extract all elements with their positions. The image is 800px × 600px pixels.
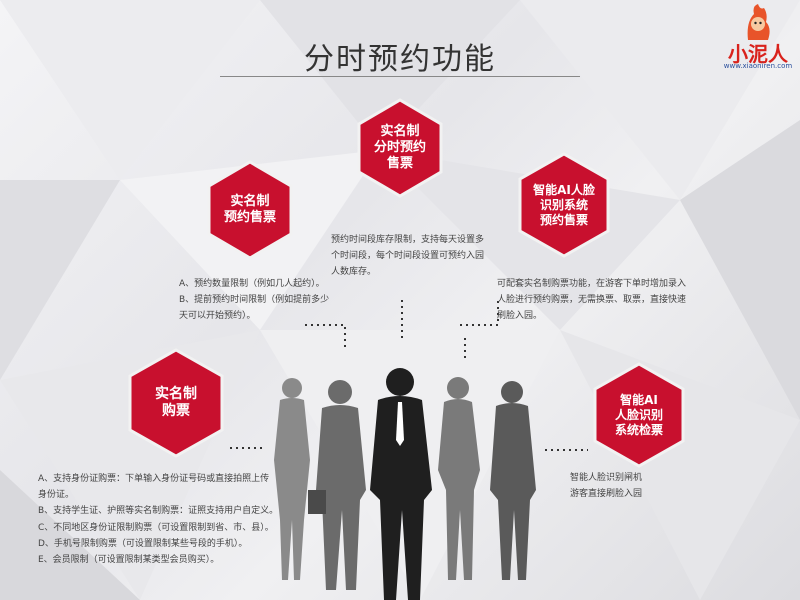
hexagon-buy-label: 实名制 购票	[155, 385, 197, 420]
desc-line: 天可以开始预约）。	[179, 310, 256, 321]
desc-line: E、会员限制（可设置限制某类型会员购买）。	[38, 554, 220, 565]
hexagon-ai-check	[593, 362, 685, 468]
desc-line: A、预约数量限制（例如几人起约）。	[179, 279, 325, 289]
desc-reserve: A、预约数量限制（例如几人起约）。 B、提前预约时间限制（例如提前多少 天可以开…	[179, 277, 329, 324]
desc-line: 人数库存。	[331, 266, 377, 277]
desc-ai-check: 智能人脸识别闸机 游客直接刷脸入园	[570, 471, 642, 503]
desc-buy: A、支持身份证购票：下单输入身份证号码或直接拍照上传 身份证。 B、支持学生证、…	[38, 471, 278, 568]
desc-line: 预约时间段库存限制，支持每天设置多	[331, 235, 485, 245]
desc-line: 身份证。	[38, 490, 75, 501]
desc-line: 游客直接刷脸入园	[570, 488, 643, 499]
desc-line: B、提前预约时间限制（例如提前多少	[179, 294, 330, 305]
desc-ai-reserve: 可配套实名制购票功能，在游客下单时增加录入 人脸进行预约购票，无需换票、取票，直…	[497, 277, 686, 324]
hexagon-buy	[128, 348, 224, 458]
hexagon-ai-reserve	[518, 152, 610, 258]
mascot-icon	[747, 4, 770, 40]
business-people-illustration	[274, 368, 536, 600]
desc-line: 可配套实名制购票功能，在游客下单时增加录入	[497, 279, 687, 289]
hexagon-timeslot-label: 实名制 分时预约 售票	[373, 123, 426, 172]
hexagon-reserve-label: 实名制 预约售票	[223, 193, 276, 225]
hexagon-ai-check-label: 智能AI 人脸识别 系统检票	[614, 392, 663, 437]
hexagon-ai-reserve-label: 智能AI人脸 识别系统 预约售票	[533, 182, 595, 227]
hexagon-reserve	[207, 160, 293, 260]
desc-line: A、支持身份证购票：下单输入身份证号码或直接拍照上传	[38, 474, 270, 484]
desc-line: D、手机号限制购票（可设置限制某些号段的手机）。	[38, 538, 248, 549]
desc-line: C、不同地区身份证限制购票（可设置限制到省、市、县）。	[38, 522, 274, 533]
person-silhouette	[274, 378, 310, 580]
desc-line: 个时间段，每个时间段设置可预约入园	[331, 250, 485, 261]
desc-timeslot: 预约时间段库存限制，支持每天设置多 个时间段，每个时间段设置可预约入园 人数库存…	[331, 233, 484, 280]
logo-url: www.xiaoniren.com	[723, 62, 793, 70]
desc-line: 智能人脸识别闸机	[570, 473, 643, 483]
person-silhouette	[438, 377, 480, 580]
person-silhouette	[370, 368, 432, 600]
desc-line: 刷脸入园。	[497, 310, 543, 321]
person-silhouette	[490, 381, 536, 580]
desc-line: 人脸进行预约购票，无需换票、取票，直接快速	[497, 294, 687, 305]
brand-logo: 小泥人 www.xiaoniren.com	[718, 2, 798, 72]
person-silhouette	[308, 380, 366, 590]
page-title: 分时预约功能	[304, 42, 496, 77]
title-underline	[220, 76, 580, 77]
hexagon-timeslot	[357, 98, 443, 198]
desc-line: B、支持学生证、护照等实名制购票：证照支持用户自定义。	[38, 506, 279, 517]
logo-brand-text: 小泥人	[728, 42, 788, 66]
